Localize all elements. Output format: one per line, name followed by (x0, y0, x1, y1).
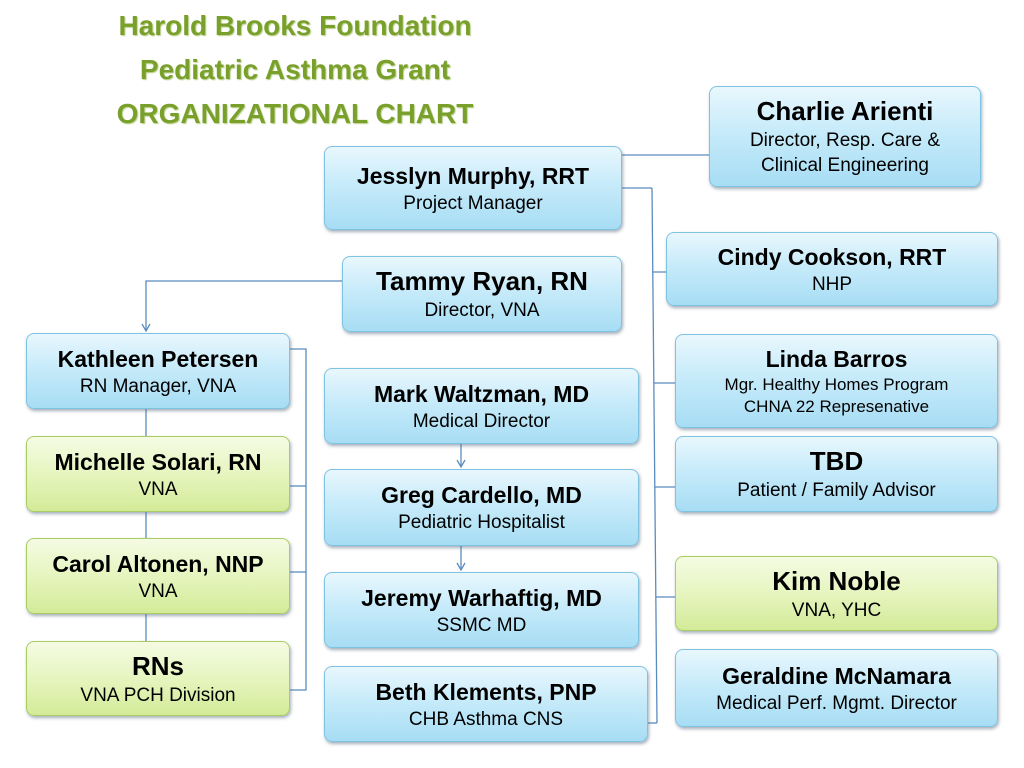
node-role: Director, Resp. Care & (749, 130, 941, 151)
node-name: Mark Waltzman, MD (373, 380, 590, 407)
node-mark-waltzman[interactable]: Mark Waltzman, MD Medical Director (324, 368, 639, 444)
node-role-line-2: Clinical Engineering (761, 155, 929, 176)
node-name: Jeremy Warhaftig, MD (361, 584, 602, 611)
node-jesslyn-murphy[interactable]: Jesslyn Murphy, RRT Project Manager (324, 146, 622, 230)
node-name: Linda Barros (765, 346, 908, 372)
node-name: Carol Altonen, NNP (52, 550, 264, 577)
connector-left-bracket (290, 348, 307, 691)
node-cindy-cookson[interactable]: Cindy Cookson, RRT NHP (666, 232, 998, 306)
node-role-line-2: CHNA 22 Represenative (743, 397, 930, 416)
node-tammy-ryan[interactable]: Tammy Ryan, RN Director, VNA (342, 256, 622, 332)
node-name: Beth Klements, PNP (375, 678, 597, 705)
node-name: Cindy Cookson, RRT (717, 243, 947, 270)
connector-right-trunk (651, 187, 658, 724)
node-name: Jesslyn Murphy, RRT (356, 162, 590, 189)
node-name: Tammy Ryan, RN (376, 266, 588, 296)
node-role: VNA (138, 478, 178, 500)
title-line-3: ORGANIZATIONAL CHART (116, 98, 474, 129)
node-role: Medical Director (412, 410, 551, 432)
node-linda-barros[interactable]: Linda Barros Mgr. Healthy Homes Program … (675, 334, 998, 428)
node-greg-cardello[interactable]: Greg Cardello, MD Pediatric Hospitalist (324, 469, 639, 546)
node-role: SSMC MD (436, 614, 527, 636)
node-tbd[interactable]: TBD Patient / Family Advisor (675, 436, 998, 512)
node-role: VNA, YHC (791, 599, 882, 621)
node-role: Project Manager (403, 192, 543, 214)
chart-title: Harold Brooks Foundation Pediatric Asthm… (70, 4, 520, 136)
node-name: Kathleen Petersen (57, 345, 259, 372)
title-line-2: Pediatric Asthma Grant (139, 54, 451, 85)
connector-tammy-kathleen (141, 280, 342, 333)
node-role: RN Manager, VNA (79, 375, 237, 397)
node-kim-noble[interactable]: Kim Noble VNA, YHC (675, 556, 998, 631)
node-name: Michelle Solari, RN (54, 448, 262, 475)
node-role: VNA (138, 580, 178, 602)
node-jeremy-warhaftig[interactable]: Jeremy Warhaftig, MD SSMC MD (324, 572, 639, 648)
node-name: TBD (809, 446, 864, 476)
node-charlie-arienti[interactable]: Charlie Arienti Director, Resp. Care & C… (709, 86, 981, 187)
node-role: CHB Asthma CNS (408, 708, 564, 730)
node-role: VNA PCH Division (80, 684, 236, 706)
node-name: RNs (131, 650, 184, 681)
node-role: Patient / Family Advisor (737, 480, 936, 501)
node-rns[interactable]: RNs VNA PCH Division (26, 641, 290, 716)
node-name: Charlie Arienti (756, 96, 934, 126)
node-role: Medical Perf. Mgmt. Director (716, 692, 957, 714)
node-carol-altonen[interactable]: Carol Altonen, NNP VNA (26, 538, 290, 614)
node-role: NHP (811, 273, 853, 295)
node-kathleen-petersen[interactable]: Kathleen Petersen RN Manager, VNA (26, 333, 290, 409)
node-role: Pediatric Hospitalist (398, 512, 565, 533)
title-line-1: Harold Brooks Foundation (118, 10, 472, 41)
node-name: Greg Cardello, MD (381, 482, 582, 508)
node-name: Geraldine McNamara (722, 662, 951, 689)
node-name: Kim Noble (772, 565, 901, 596)
node-role: Director, VNA (424, 300, 540, 321)
node-geraldine-mcnamara[interactable]: Geraldine McNamara Medical Perf. Mgmt. D… (675, 649, 998, 727)
node-beth-klements[interactable]: Beth Klements, PNP CHB Asthma CNS (324, 666, 648, 742)
node-michelle-solari[interactable]: Michelle Solari, RN VNA (26, 436, 290, 512)
node-role: Mgr. Healthy Homes Program (724, 375, 949, 394)
